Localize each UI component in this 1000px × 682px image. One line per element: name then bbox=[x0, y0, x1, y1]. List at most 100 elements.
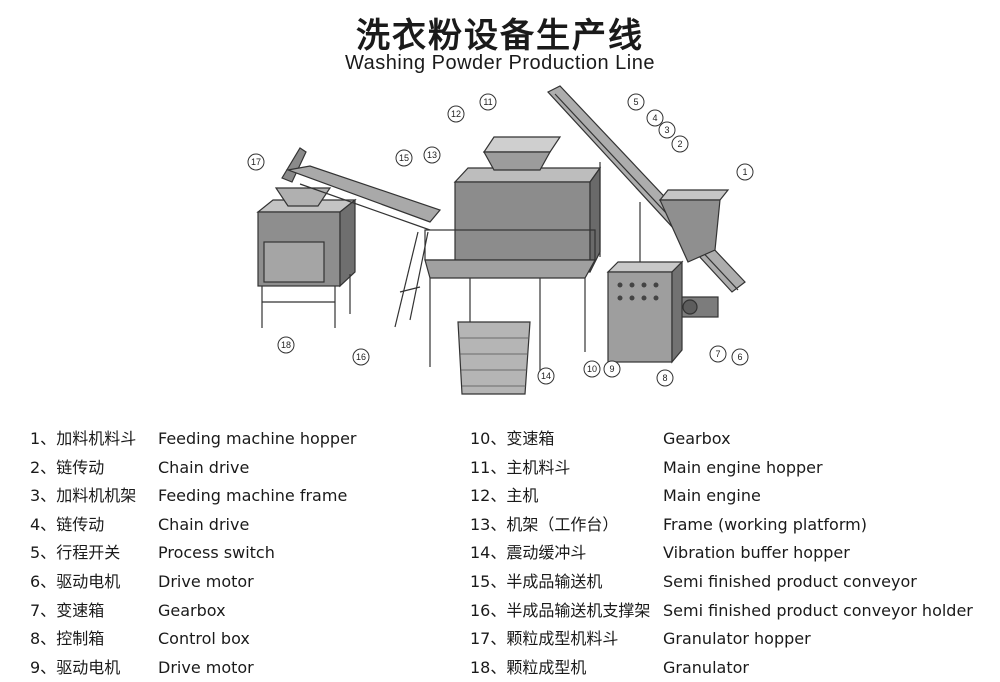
legend-number: 14、 bbox=[470, 543, 507, 563]
legend-chinese-name: 控制箱 bbox=[56, 629, 105, 649]
legend-number: 13、 bbox=[470, 514, 507, 534]
legend-chinese-name: 主机 bbox=[506, 486, 539, 506]
legend-number: 4、 bbox=[30, 514, 57, 534]
legend-row: 14、震动缓冲斗 Vibration buffer hopper bbox=[470, 539, 973, 568]
legend-english-name: Gearbox bbox=[663, 429, 731, 448]
callout-3: 3 bbox=[658, 121, 676, 139]
working-platform bbox=[424, 229, 597, 382]
legend-chinese-name: 半成品输送机支撑架 bbox=[506, 600, 651, 620]
legend-english-name: Main engine bbox=[663, 486, 761, 506]
legend-number: 1、 bbox=[30, 429, 57, 448]
svg-text:3: 3 bbox=[664, 125, 669, 135]
legend-chinese-name: 加料机机架 bbox=[56, 486, 137, 506]
legend-row: 7、变速箱 Gearbox bbox=[30, 597, 357, 626]
conveyor-holder bbox=[394, 231, 429, 328]
legend-chinese-name: 颗粒成型机 bbox=[506, 657, 587, 677]
legend-number: 12、 bbox=[470, 486, 507, 506]
callout-10: 10 bbox=[583, 360, 601, 378]
svg-text:1: 1 bbox=[742, 167, 747, 177]
svg-text:12: 12 bbox=[451, 109, 461, 119]
vibration-buffer-hopper bbox=[457, 321, 531, 395]
legend-english-name: Semi finished product conveyor holder bbox=[663, 600, 973, 620]
legend-chinese-name: 震动缓冲斗 bbox=[506, 543, 587, 563]
callout-1: 1 bbox=[736, 163, 754, 181]
legend-row: 8、控制箱 Control box bbox=[30, 625, 357, 654]
callout-12: 12 bbox=[447, 105, 465, 123]
legend-chinese-name: 链传动 bbox=[56, 514, 105, 534]
svg-text:17: 17 bbox=[251, 157, 261, 167]
callout-4: 4 bbox=[646, 109, 664, 127]
legend-row: 1、加料机料斗 Feeding machine hopper bbox=[30, 425, 357, 454]
main-engine-hopper bbox=[482, 136, 562, 171]
legend-row: 3、加料机机架 Feeding machine frame bbox=[30, 482, 357, 511]
svg-text:4: 4 bbox=[652, 113, 657, 123]
callout-9: 9 bbox=[603, 360, 621, 378]
semi-finished-conveyor bbox=[285, 165, 442, 231]
drive-motor-gearbox bbox=[679, 296, 719, 318]
legend-number: 8、 bbox=[30, 629, 57, 649]
callout-16: 16 bbox=[352, 348, 370, 366]
legend-english-name: Gearbox bbox=[158, 600, 226, 620]
legend-number: 3、 bbox=[30, 486, 57, 506]
callout-8: 8 bbox=[656, 369, 674, 387]
legend-row: 17、颗粒成型机料斗 Granulator hopper bbox=[470, 625, 973, 654]
callout-2: 2 bbox=[671, 135, 689, 153]
granulator bbox=[256, 198, 357, 328]
svg-text:7: 7 bbox=[715, 349, 720, 359]
title-chinese: 洗衣粉设备生产线 bbox=[356, 16, 644, 56]
legend-row: 12、主机 Main engine bbox=[470, 482, 973, 511]
legend-english-name: Feeding machine frame bbox=[158, 486, 348, 506]
svg-text:18: 18 bbox=[281, 340, 291, 350]
callout-15: 15 bbox=[395, 149, 413, 167]
legend-number: 6、 bbox=[30, 571, 57, 591]
legend-chinese-name: 颗粒成型机料斗 bbox=[506, 629, 619, 649]
legend-english-name: Feeding machine hopper bbox=[158, 429, 357, 448]
svg-text:14: 14 bbox=[541, 371, 551, 381]
legend-number: 18、 bbox=[470, 657, 507, 677]
callout-17: 17 bbox=[247, 153, 265, 171]
legend-english-name: Chain drive bbox=[158, 457, 250, 477]
legend-english-name: Granulator hopper bbox=[663, 629, 811, 649]
callout-7: 7 bbox=[709, 345, 727, 363]
callout-18: 18 bbox=[277, 336, 295, 354]
legend-chinese-name: 链传动 bbox=[56, 457, 105, 477]
legend-chinese-name: 加料机料斗 bbox=[56, 429, 137, 448]
control-box bbox=[606, 260, 684, 364]
legend-row: 2、链传动 Chain drive bbox=[30, 454, 357, 483]
callout-5: 5 bbox=[627, 93, 645, 111]
legend-chinese-name: 驱动电机 bbox=[56, 657, 121, 677]
legend-english-name: Drive motor bbox=[158, 571, 254, 591]
legend-chinese-name: 主机料斗 bbox=[506, 457, 571, 477]
legend-number: 10、 bbox=[470, 429, 507, 448]
svg-text:10: 10 bbox=[587, 364, 597, 374]
svg-text:11: 11 bbox=[483, 97, 492, 107]
legend-english-name: Frame (working platform) bbox=[663, 514, 867, 534]
svg-text:8: 8 bbox=[662, 373, 667, 383]
svg-text:9: 9 bbox=[609, 364, 614, 374]
legend-chinese-name: 半成品输送机 bbox=[506, 571, 603, 591]
legend-chinese-name: 机架（工作台） bbox=[506, 514, 619, 534]
legend-chinese-name: 变速箱 bbox=[56, 600, 105, 620]
svg-text:13: 13 bbox=[427, 150, 437, 160]
svg-text:6: 6 bbox=[737, 352, 742, 362]
callout-13: 13 bbox=[423, 146, 441, 164]
legend-english-name: Vibration buffer hopper bbox=[663, 543, 850, 563]
legend-chinese-name: 驱动电机 bbox=[56, 571, 121, 591]
callout-11: 11 bbox=[479, 93, 497, 111]
legend-english-name: Control box bbox=[158, 629, 250, 649]
legend-number: 17、 bbox=[470, 629, 507, 649]
legend-number: 7、 bbox=[30, 600, 57, 620]
legend-number: 2、 bbox=[30, 457, 57, 477]
legend-number: 9、 bbox=[30, 657, 57, 677]
legend-row: 10、变速箱 Gearbox bbox=[470, 425, 973, 454]
legend-chinese-name: 变速箱 bbox=[506, 429, 555, 448]
callout-6: 6 bbox=[731, 348, 749, 366]
